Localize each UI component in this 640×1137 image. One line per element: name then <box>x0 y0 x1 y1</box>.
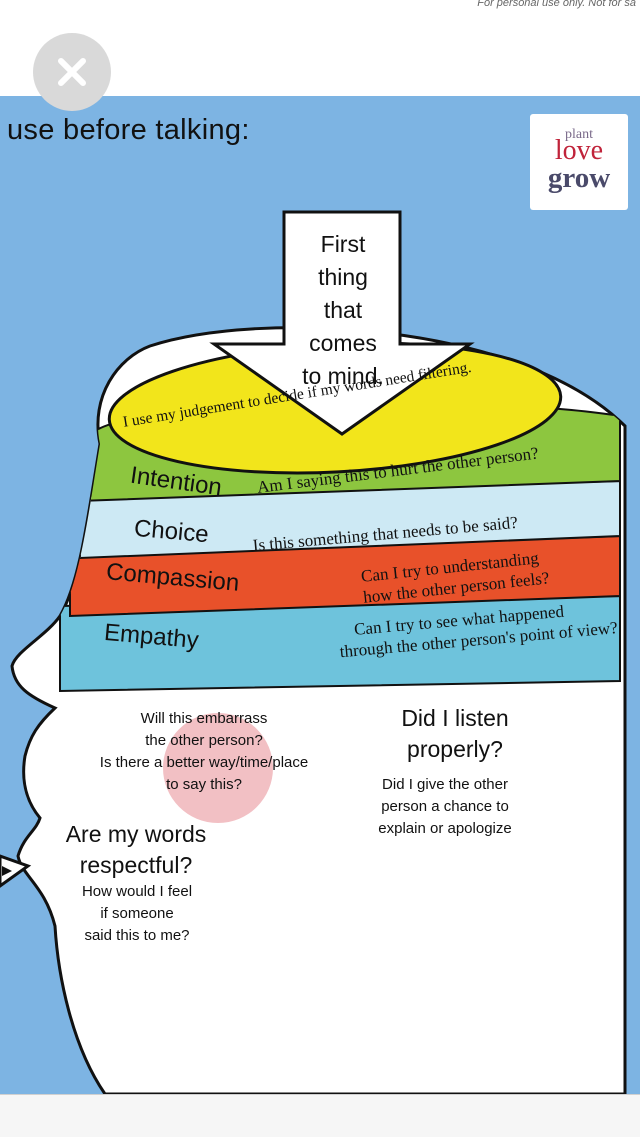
embarrass-line: Will this embarrass <box>140 710 268 727</box>
arrow-text: First thing that comes to mind. <box>290 228 396 393</box>
listen-detail: Did I give the other person a chance to … <box>360 774 530 840</box>
pink-spot <box>163 713 273 823</box>
eye-mark <box>0 854 32 888</box>
respect-heading-line: Are my words <box>65 821 207 847</box>
respect-detail: How would I feel if someone said this to… <box>62 881 212 947</box>
logo-grow-text: grow <box>547 162 611 194</box>
arrow-line: comes <box>309 330 377 356</box>
arrow-line: thing <box>318 264 368 290</box>
bottom-strip <box>0 1094 640 1137</box>
arrow-shape <box>209 210 475 436</box>
listen-heading-line: properly? <box>407 736 503 762</box>
logo-love-text: love <box>554 135 604 166</box>
respect-detail-line: said this to me? <box>84 927 190 944</box>
poster: use before talking: plant love grow Firs… <box>0 96 640 1094</box>
logo: plant love grow <box>530 114 628 210</box>
head-illustration <box>0 210 627 1094</box>
poster-title: use before talking: <box>7 114 250 146</box>
respect-detail-line: if someone <box>100 905 174 922</box>
close-icon <box>58 58 86 86</box>
listen-detail-line: explain or apologize <box>378 820 512 837</box>
respect-heading-line: respectful? <box>79 852 193 878</box>
logo-plant-text: plant <box>565 127 593 142</box>
listen-detail-line: Did I give the other <box>382 776 508 793</box>
respect-detail-line: How would I feel <box>81 883 193 900</box>
embarrass-line: the other person? <box>145 732 263 749</box>
embarrass-line: to say this? <box>166 776 242 793</box>
listen-detail-line: person a chance to <box>381 798 509 815</box>
watermark-text: For personal use only. Not for sa <box>477 0 636 9</box>
arrow-line: to mind. <box>302 363 384 389</box>
listen-heading: Did I listen properly? <box>370 703 540 765</box>
arrow-line: that <box>323 297 363 323</box>
close-button[interactable] <box>33 33 111 111</box>
embarrass-text: Will this embarrass the other person? Is… <box>64 708 344 796</box>
listen-heading-line: Did I listen <box>401 705 509 731</box>
arrow-line: First <box>320 231 366 257</box>
respect-heading: Are my words respectful? <box>48 819 224 881</box>
embarrass-line: Is there a better way/time/place <box>99 754 309 771</box>
